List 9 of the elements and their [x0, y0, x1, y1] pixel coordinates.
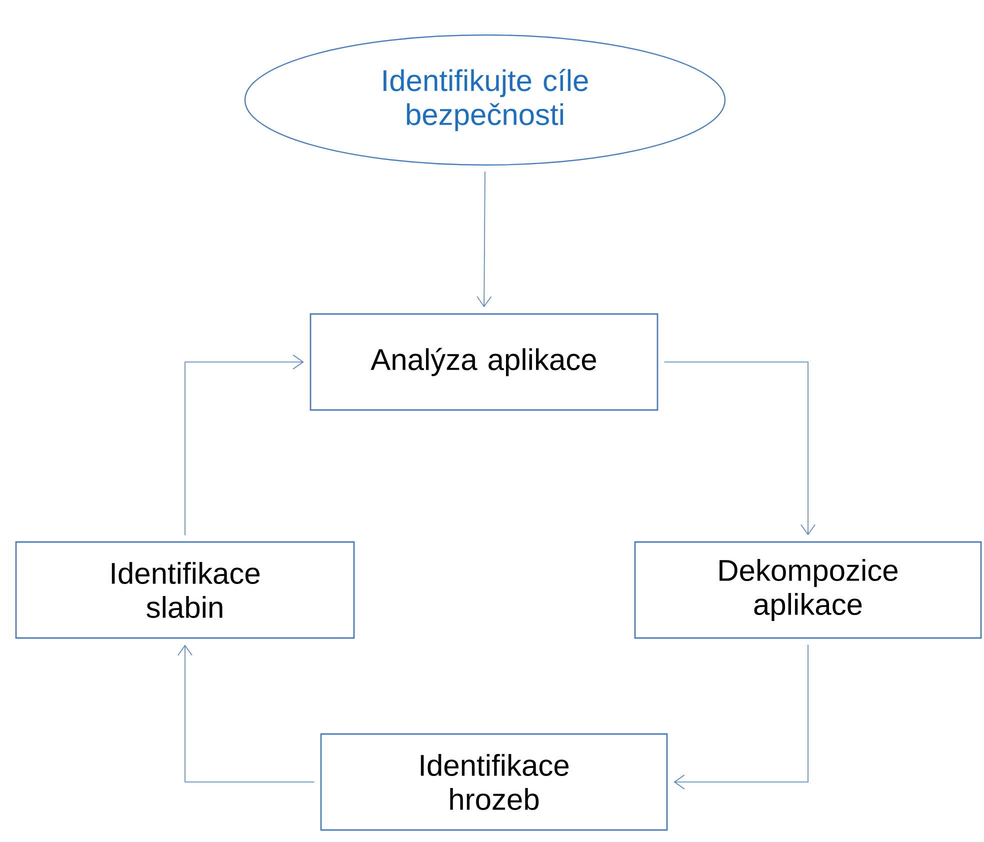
process-box: Identifikace hrozeb: [320, 733, 668, 831]
arrow: [674, 644, 808, 790]
process-box: Analýza aplikace: [310, 313, 658, 411]
arrow: [476, 171, 492, 308]
arrow: [664, 362, 816, 536]
arrow: [178, 644, 315, 782]
process-box: Dekompozice aplikace: [634, 541, 982, 639]
process-box: Identifikace slabin: [15, 541, 355, 639]
arrow: [184, 354, 304, 536]
